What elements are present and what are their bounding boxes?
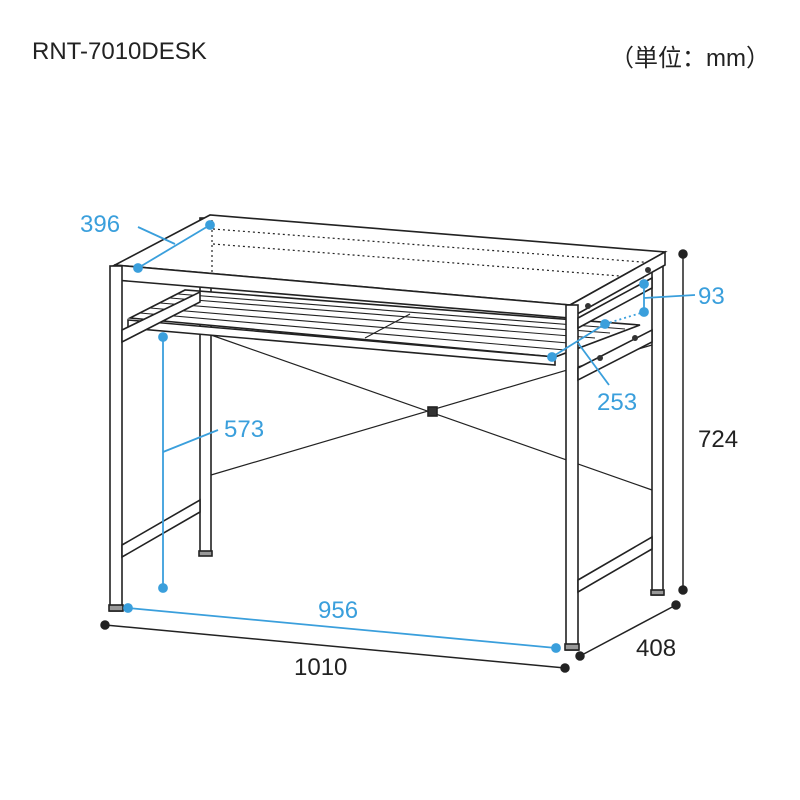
right-side-upper-rail [577,276,653,330]
left-side-top-rail [121,290,201,344]
dim-shelf-gap: 93 [698,283,725,310]
dim-inner-width: 956 [318,597,358,624]
foot [564,643,580,651]
unit-label: （単位：mm） [610,45,770,72]
left-side-bottom-rail [121,498,201,559]
right-side-bottom-rail [577,535,653,594]
dim-depth-total: 408 [636,635,676,662]
dimension-lines-black [100,249,688,673]
model-name: RNT-7010DESK [32,38,207,65]
dimension-lines-blue [123,220,696,653]
dim-leg-clearance: 573 [224,416,264,443]
shelf-front-rail [127,319,556,366]
brace-joint [427,406,438,417]
dim-depth-top: 396 [80,211,120,238]
foot [198,550,213,557]
foot [650,589,665,596]
dim-height-total: 724 [698,426,738,453]
dim-width-total: 1010 [294,654,347,681]
front-right-leg [565,304,579,651]
dim-shelf-depth: 253 [597,389,637,416]
front-left-leg [109,265,123,612]
foot [108,604,124,612]
back-right-leg [651,254,664,596]
desk-frame [108,214,668,651]
